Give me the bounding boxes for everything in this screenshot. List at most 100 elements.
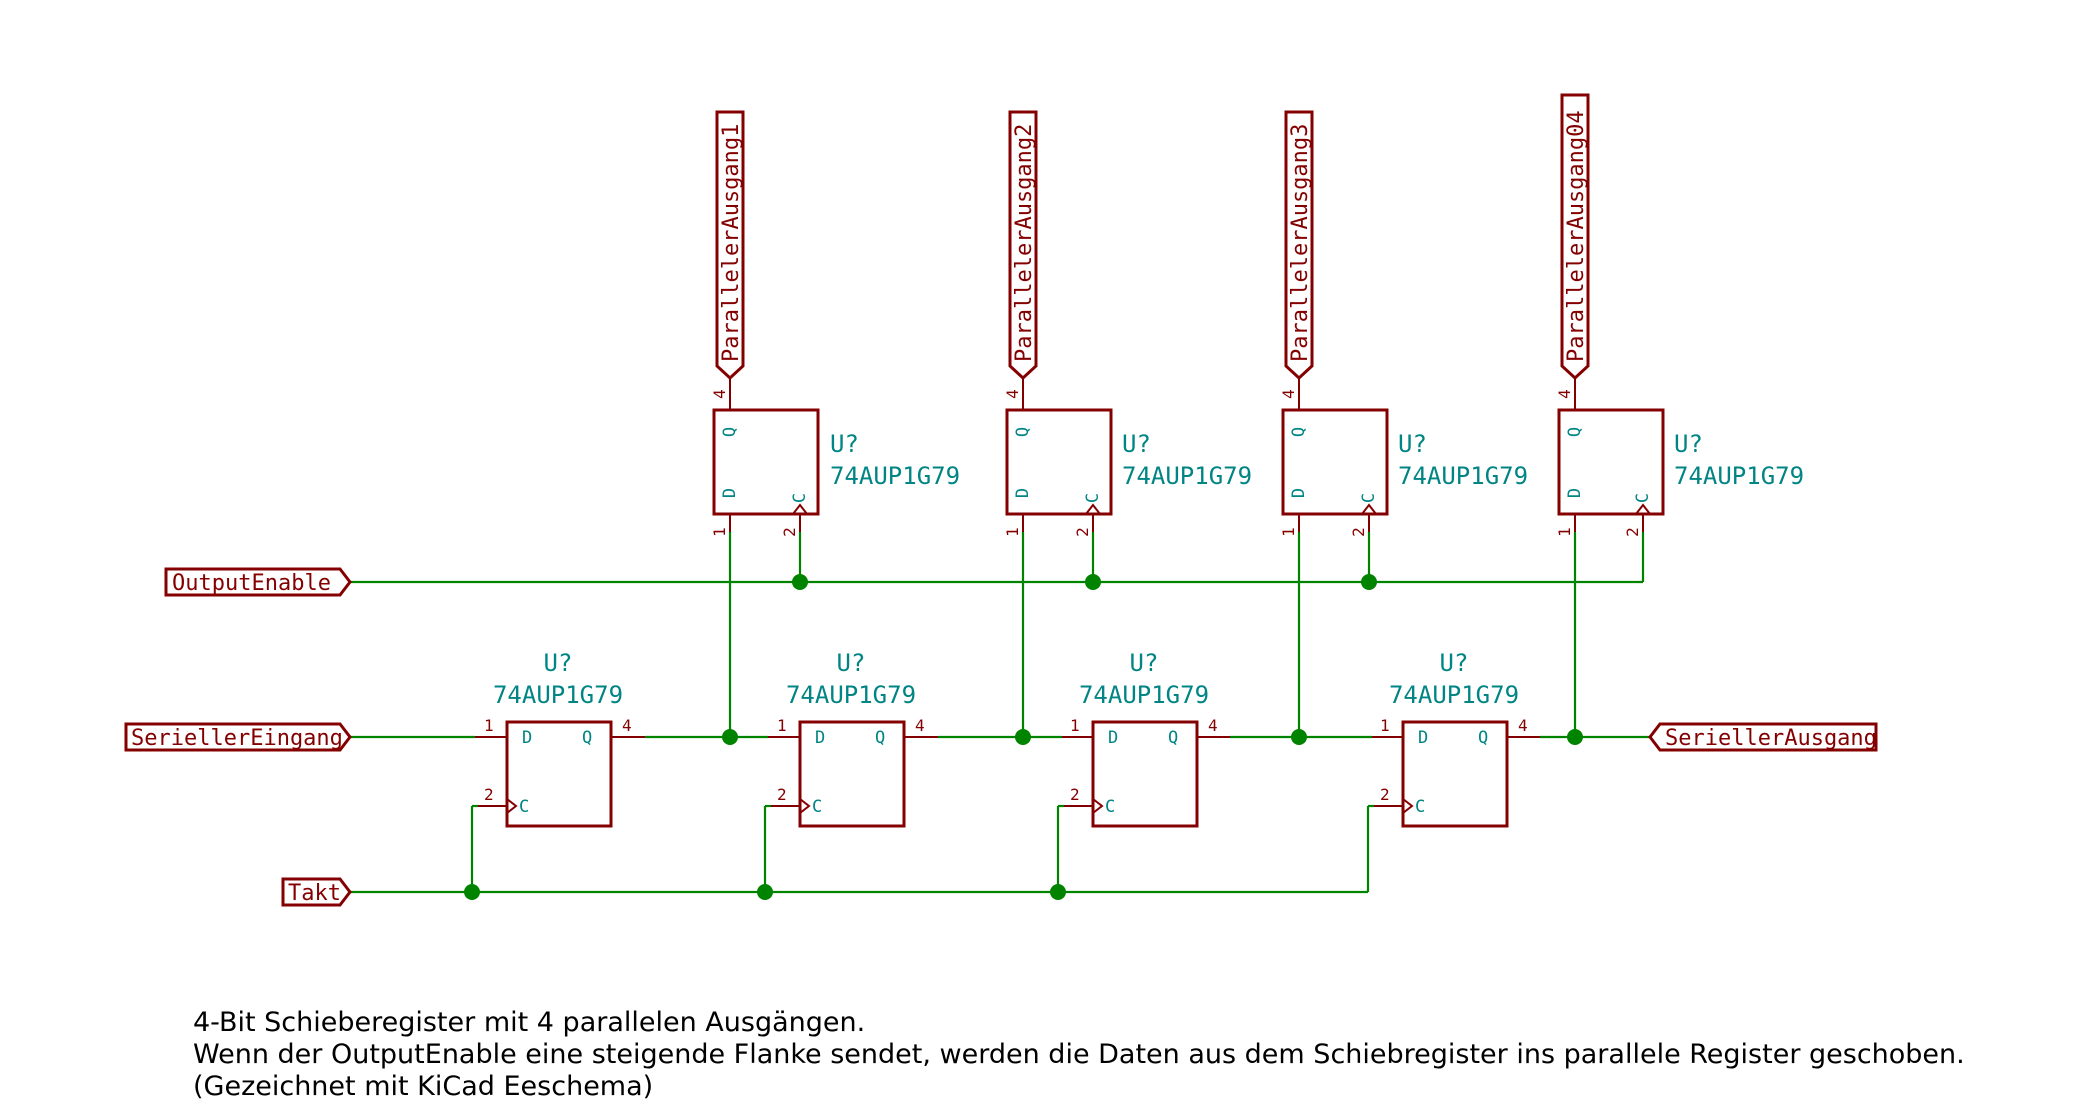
pin-4-number: 4 <box>1279 389 1298 399</box>
pin-1-number: 1 <box>1070 716 1080 735</box>
pin-d-label: D <box>815 728 825 748</box>
port-parallelerausgang-4[interactable]: ParallelerAusgang04 <box>1560 93 1590 381</box>
ff-reference: U? <box>1674 430 1703 458</box>
pin-4-number: 4 <box>1555 389 1574 399</box>
port-takt-label: Takt <box>288 881 341 906</box>
pin-q-label: Q <box>720 427 740 437</box>
pin-c-label: C <box>1359 493 1379 503</box>
flipflop-serial-2[interactable]: U? 74AUP1G79 D Q C 1 4 2 <box>768 649 938 828</box>
port-outputenable[interactable]: OutputEnable <box>164 567 352 597</box>
pin-1-number: 1 <box>1279 527 1298 537</box>
flipflop-parallel-1[interactable]: Q D C 4 1 2 U? 74AUP1G79 <box>710 378 960 537</box>
pin-c-label: C <box>1083 493 1103 503</box>
pin-4-number: 4 <box>1003 389 1022 399</box>
ff-reference: U? <box>830 430 859 458</box>
pin-2-number: 2 <box>1073 527 1092 537</box>
junction-dot <box>1015 729 1031 745</box>
port-seriellerausgang-label: SeriellerAusgang <box>1665 726 1877 751</box>
port-parallelerausgang-4-label: ParallelerAusgang04 <box>1564 110 1589 362</box>
pin-q-label: Q <box>875 728 885 748</box>
pin-1-number: 1 <box>484 716 494 735</box>
pin-d-label: D <box>1289 488 1309 498</box>
port-seriellerausgang[interactable]: SeriellerAusgang <box>1648 722 1878 752</box>
note-line-1: 4-Bit Schieberegister mit 4 parallelen A… <box>193 1007 865 1038</box>
pin-4-number: 4 <box>915 716 925 735</box>
ff-reference: U? <box>1122 430 1151 458</box>
junction-dot <box>722 729 738 745</box>
pin-2-number: 2 <box>777 785 787 804</box>
pin-1-number: 1 <box>1555 527 1574 537</box>
pin-q-label: Q <box>1168 728 1178 748</box>
junction-dot <box>1361 574 1377 590</box>
pin-q-label: Q <box>1565 427 1585 437</box>
pin-2-number: 2 <box>484 785 494 804</box>
junction-dot <box>757 884 773 900</box>
flipflop-parallel-3[interactable]: Q D C 4 1 2 U? 74AUP1G79 <box>1279 378 1528 537</box>
pin-4-number: 4 <box>1518 716 1528 735</box>
pin-2-number: 2 <box>780 527 799 537</box>
pin-c-label: C <box>519 797 529 817</box>
pin-c-label: C <box>1633 493 1653 503</box>
pin-4-number: 4 <box>622 716 632 735</box>
pin-2-number: 2 <box>1349 527 1368 537</box>
pin-q-label: Q <box>1013 427 1033 437</box>
notes-block: 4-Bit Schieberegister mit 4 parallelen A… <box>193 1007 1965 1102</box>
pin-c-label: C <box>790 493 810 503</box>
junction-dot <box>464 884 480 900</box>
pin-d-label: D <box>522 728 532 748</box>
port-takt[interactable]: Takt <box>281 877 352 907</box>
pin-d-label: D <box>1108 728 1118 748</box>
ff-reference: U? <box>1440 649 1469 677</box>
flipflop-serial-1[interactable]: U? 74AUP1G79 D Q C 1 4 2 <box>475 649 645 828</box>
pin-q-label: Q <box>1478 728 1488 748</box>
port-parallelerausgang-2[interactable]: ParallelerAusgang2 <box>1008 110 1038 381</box>
pin-d-label: D <box>1418 728 1428 748</box>
pin-4-number: 4 <box>1208 716 1218 735</box>
pin-c-label: C <box>1105 797 1115 817</box>
ff-value: 74AUP1G79 <box>1122 462 1252 490</box>
ff-value: 74AUP1G79 <box>786 681 916 709</box>
ff-reference: U? <box>837 649 866 677</box>
port-seriellereingang-label: SeriellerEingang <box>131 726 343 751</box>
flipflop-parallel-4[interactable]: Q D C 4 1 2 U? 74AUP1G79 <box>1555 378 1804 537</box>
junctions <box>464 574 1583 900</box>
junction-dot <box>1085 574 1101 590</box>
wires <box>350 532 1650 894</box>
note-line-3: (Gezeichnet mit KiCad Eeschema) <box>193 1071 653 1102</box>
pin-2-number: 2 <box>1623 527 1642 537</box>
pin-4-number: 4 <box>710 389 729 399</box>
junction-dot <box>792 574 808 590</box>
flipflop-serial-3[interactable]: U? 74AUP1G79 D Q C 1 4 2 <box>1062 649 1230 828</box>
flipflop-parallel-2[interactable]: Q D C 4 1 2 U? 74AUP1G79 <box>1003 378 1252 537</box>
pin-d-label: D <box>1013 488 1033 498</box>
note-line-2: Wenn der OutputEnable eine steigende Fla… <box>193 1039 1965 1070</box>
pin-1-number: 1 <box>710 527 729 537</box>
pin-q-label: Q <box>582 728 592 748</box>
port-parallelerausgang-1-label: ParallelerAusgang1 <box>719 124 744 362</box>
ff-value: 74AUP1G79 <box>493 681 623 709</box>
port-seriellereingang[interactable]: SeriellerEingang <box>124 722 352 752</box>
ff-value: 74AUP1G79 <box>1674 462 1804 490</box>
port-outputenable-label: OutputEnable <box>172 571 331 596</box>
flipflop-serial-4[interactable]: U? 74AUP1G79 D Q C 1 4 2 <box>1372 649 1540 828</box>
junction-dot <box>1291 729 1307 745</box>
ff-reference: U? <box>1398 430 1427 458</box>
port-parallelerausgang-3[interactable]: ParallelerAusgang3 <box>1284 110 1314 381</box>
port-parallelerausgang-2-label: ParallelerAusgang2 <box>1012 124 1037 362</box>
port-parallelerausgang-3-label: ParallelerAusgang3 <box>1288 124 1313 362</box>
pin-1-number: 1 <box>1380 716 1390 735</box>
ff-value: 74AUP1G79 <box>830 462 960 490</box>
pin-c-label: C <box>812 797 822 817</box>
pin-c-label: C <box>1415 797 1425 817</box>
ff-reference: U? <box>544 649 573 677</box>
ff-value: 74AUP1G79 <box>1079 681 1209 709</box>
pin-d-label: D <box>720 488 740 498</box>
port-parallelerausgang-1[interactable]: ParallelerAusgang1 <box>715 110 745 381</box>
ff-value: 74AUP1G79 <box>1389 681 1519 709</box>
ff-value: 74AUP1G79 <box>1398 462 1528 490</box>
ff-reference: U? <box>1130 649 1159 677</box>
pin-1-number: 1 <box>777 716 787 735</box>
pin-2-number: 2 <box>1380 785 1390 804</box>
